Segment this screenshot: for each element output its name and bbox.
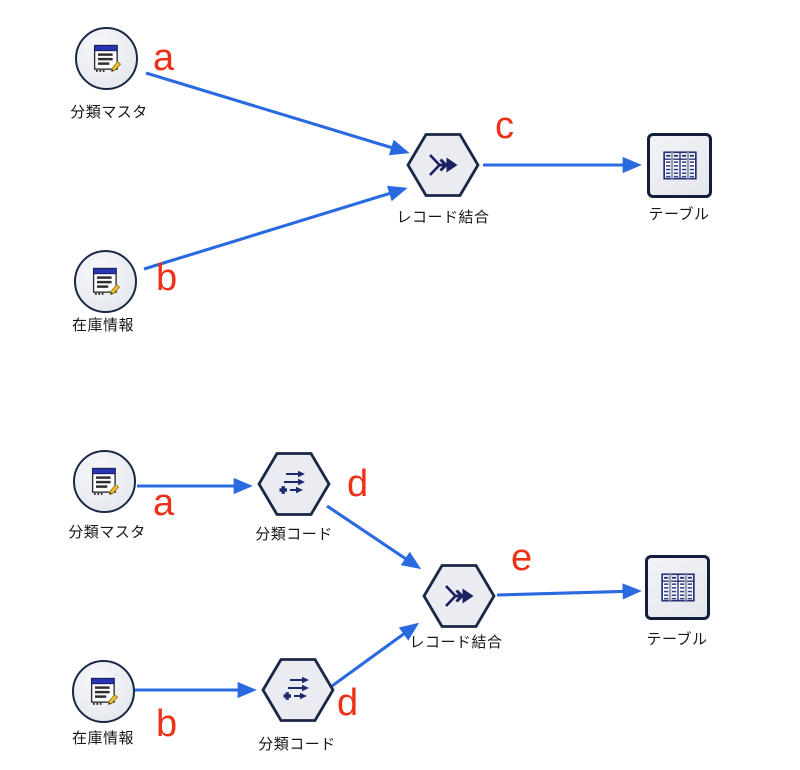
- bottom-stock-info-node[interactable]: [72, 660, 135, 723]
- top-classification-master-label: 分類マスタ: [70, 104, 148, 121]
- annotation-a-bottom: a: [153, 482, 175, 524]
- table-grid-icon: [662, 150, 697, 180]
- top-record-merge-node[interactable]: [406, 132, 480, 198]
- annotation-a-top: a: [153, 37, 175, 79]
- bottom-stock-info-label: 在庫情報: [71, 730, 135, 747]
- derive-arrows-plus-icon: [279, 470, 305, 494]
- document-edit-icon: [91, 467, 119, 495]
- connector-top-stock-to-merge[interactable]: [143, 185, 408, 271]
- top-record-merge-label: レコード結合: [396, 209, 490, 226]
- top-stock-info-label: 在庫情報: [71, 317, 135, 334]
- bottom-classification-code-label-1: 分類コード: [255, 526, 333, 543]
- annotation-c: c: [495, 105, 514, 147]
- document-edit-icon: [90, 677, 118, 705]
- top-classification-master-node[interactable]: [75, 27, 138, 90]
- bottom-record-merge-node[interactable]: [422, 563, 496, 629]
- table-grid-icon: [660, 572, 695, 602]
- bottom-classification-master-label: 分類マスタ: [68, 524, 146, 541]
- bottom-table-label: テーブル: [646, 631, 708, 648]
- annotation-d-bottom: d: [337, 682, 359, 724]
- connector-bottom-derive2-to-merge[interactable]: [331, 622, 420, 688]
- bottom-classification-master-node[interactable]: [73, 450, 136, 513]
- bottom-table-node[interactable]: [645, 555, 710, 620]
- merge-arrow-icon: [445, 585, 474, 607]
- document-edit-icon: [93, 44, 121, 72]
- bottom-classification-code-label-2: 分類コード: [258, 736, 336, 753]
- merge-arrow-icon: [429, 154, 458, 176]
- annotation-b-top: b: [156, 257, 178, 299]
- annotation-e: e: [511, 537, 533, 579]
- connector-bottom-merge-to-table[interactable]: [496, 583, 642, 600]
- connector-bottom-derive1-to-merge[interactable]: [326, 504, 422, 570]
- top-table-label: テーブル: [648, 206, 710, 223]
- connector-top-master-to-merge[interactable]: [145, 71, 410, 156]
- bottom-classification-code-node-2[interactable]: [261, 657, 335, 723]
- bottom-classification-code-node-1[interactable]: [257, 451, 331, 517]
- derive-arrows-plus-icon: [283, 676, 309, 700]
- top-table-node[interactable]: [647, 133, 712, 198]
- annotation-b-bottom: b: [156, 703, 178, 745]
- annotation-d-top: d: [347, 463, 369, 505]
- bottom-record-merge-label: レコード結合: [409, 634, 503, 651]
- document-edit-icon: [92, 267, 120, 295]
- top-stock-info-node[interactable]: [74, 250, 137, 313]
